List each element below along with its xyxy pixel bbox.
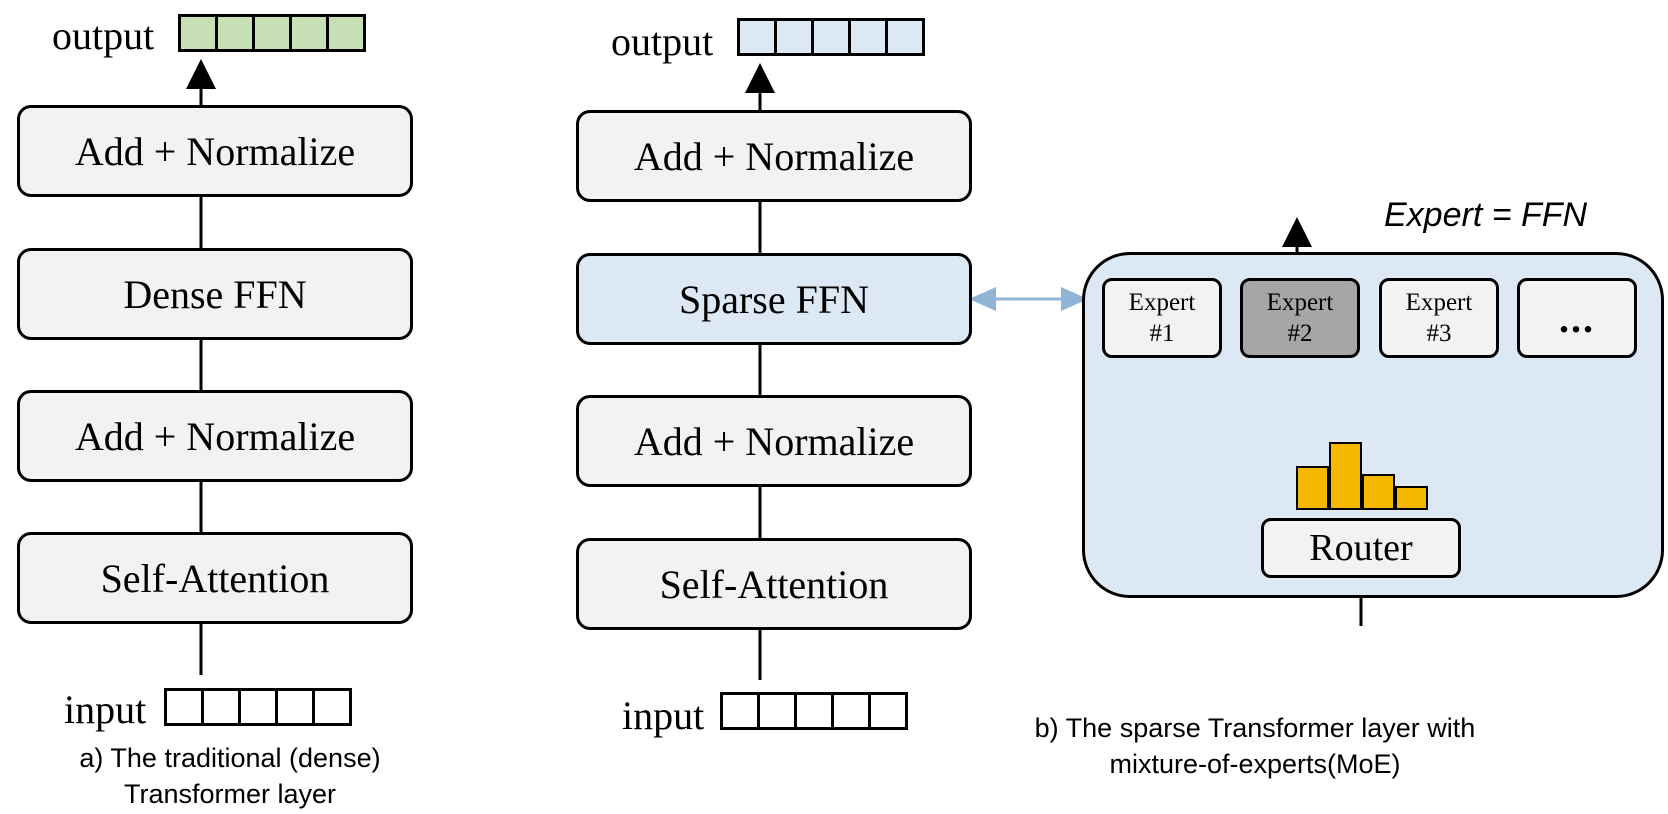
middle-self-attention: Self-Attention xyxy=(576,538,972,630)
expert-equals-ffn-label: Expert = FFN xyxy=(1384,196,1588,234)
expert-1-box: Expert #1 xyxy=(1102,278,1222,358)
middle-add-normalize-top: Add + Normalize xyxy=(576,110,972,202)
middle-caption: b) The sparse Transformer layer with mix… xyxy=(990,710,1520,782)
middle-output-label: output xyxy=(611,19,714,64)
middle-input-vector xyxy=(720,692,908,730)
router-bar-4 xyxy=(1395,486,1428,510)
router-bar-2 xyxy=(1329,442,1362,510)
left-input-vector xyxy=(164,688,352,726)
middle-add-normalize-bottom: Add + Normalize xyxy=(576,395,972,487)
left-add-normalize-top: Add + Normalize xyxy=(17,105,413,197)
left-output-label: output xyxy=(52,13,155,58)
expert-3-box: Expert #3 xyxy=(1379,278,1499,358)
expert-3-title: Expert xyxy=(1405,289,1473,316)
router-bar-3 xyxy=(1362,474,1395,510)
left-add-normalize-bottom: Add + Normalize xyxy=(17,390,413,482)
left-input-label: input xyxy=(64,687,147,732)
expert-1-index: #1 xyxy=(1149,320,1175,347)
left-caption: a) The traditional (dense) Transformer l… xyxy=(20,740,440,812)
router-bar-1 xyxy=(1296,466,1329,510)
router-box: Router xyxy=(1261,518,1461,578)
left-dense-ffn: Dense FFN xyxy=(17,248,413,340)
expert-1-title: Expert xyxy=(1128,289,1196,316)
expert-3-index: #3 xyxy=(1426,320,1452,347)
expert-2-title: Expert xyxy=(1266,289,1334,316)
left-caption-line2: Transformer layer xyxy=(123,779,337,809)
left-self-attention: Self-Attention xyxy=(17,532,413,624)
middle-caption-line1: b) The sparse Transformer layer with xyxy=(1034,713,1476,743)
left-output-vector xyxy=(178,14,366,52)
middle-input-label: input xyxy=(622,693,705,738)
expert-2-box: Expert #2 xyxy=(1240,278,1360,358)
expert-2-index: #2 xyxy=(1287,320,1313,347)
middle-sparse-ffn: Sparse FFN xyxy=(576,253,972,345)
left-caption-line1: a) The traditional (dense) xyxy=(79,743,381,773)
more-experts-box: ... xyxy=(1517,278,1637,358)
more-experts-ellipsis: ... xyxy=(1559,295,1595,341)
middle-caption-line2: mixture-of-experts(MoE) xyxy=(1109,749,1401,779)
middle-output-vector xyxy=(737,18,925,56)
